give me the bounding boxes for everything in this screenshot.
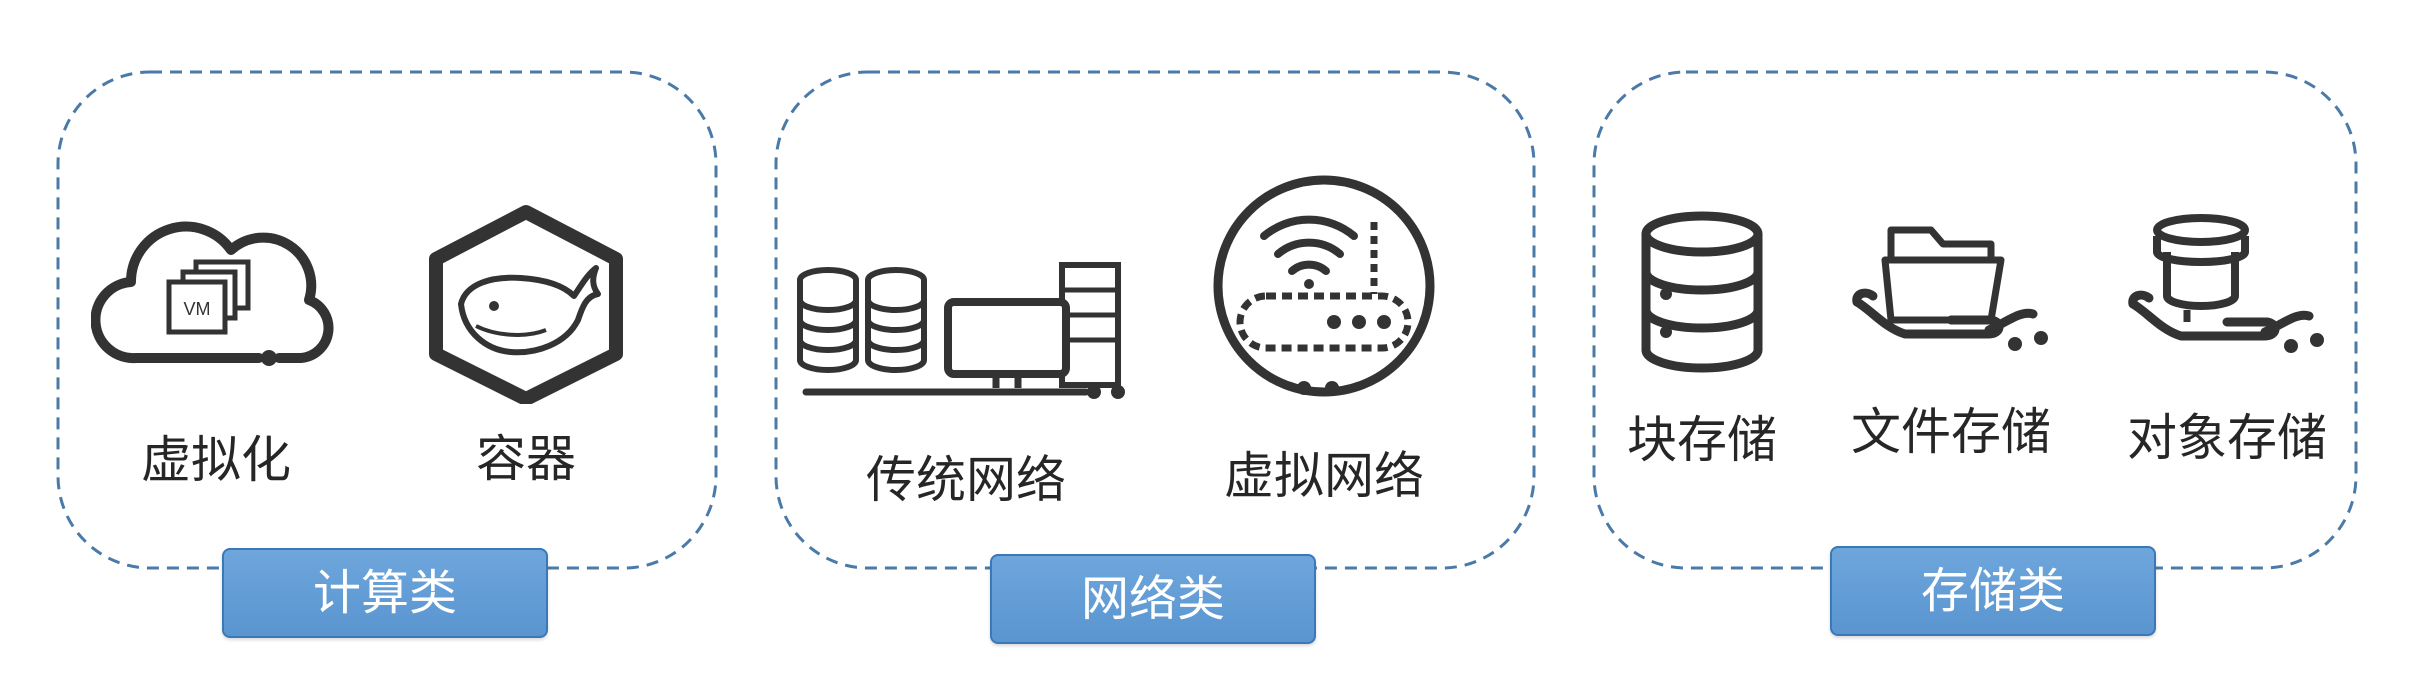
virtual-network-item: 虚拟网络 (1194, 174, 1454, 554)
cloud-vm-icon: VM (91, 221, 334, 366)
item-label-container: 容器 (476, 430, 576, 488)
vm-icon-text: VM (184, 299, 211, 319)
whale-container-icon (429, 205, 623, 404)
item-label-virtual-network: 虚拟网络 (1224, 447, 1424, 505)
wifi-router-icon (1213, 175, 1435, 397)
container-item: 容器 (406, 204, 646, 524)
category-tag-network: 网络类 (990, 554, 1316, 644)
file-storage-item: 文件存储 (1846, 210, 2056, 510)
virtualization-item: VM 虚拟化 (86, 220, 346, 520)
block-storage-item: 块存储 (1612, 210, 1792, 510)
compute-group: VM 虚拟化 容器 计算类 (56, 70, 718, 638)
server-network-icon (797, 262, 1125, 399)
storage-group: 块存储 文件存储 对象存储 存储类 (1592, 70, 2358, 636)
bucket-hand-icon (2128, 214, 2324, 353)
database-icon (1641, 211, 1763, 373)
item-label-traditional-network: 传统网络 (866, 451, 1066, 509)
folder-hand-icon (1852, 226, 2048, 351)
traditional-network-item: 传统网络 (796, 260, 1136, 560)
network-group: 传统网络 虚拟网络 网络类 (774, 70, 1536, 644)
item-label-virtualization: 虚拟化 (141, 431, 291, 489)
category-tag-compute: 计算类 (222, 548, 548, 638)
object-storage-item: 对象存储 (2122, 212, 2332, 512)
item-label-file-storage: 文件存储 (1851, 403, 2051, 461)
item-label-object-storage: 对象存储 (2127, 409, 2327, 467)
item-label-block-storage: 块存储 (1627, 411, 1777, 469)
category-tag-storage: 存储类 (1830, 546, 2156, 636)
